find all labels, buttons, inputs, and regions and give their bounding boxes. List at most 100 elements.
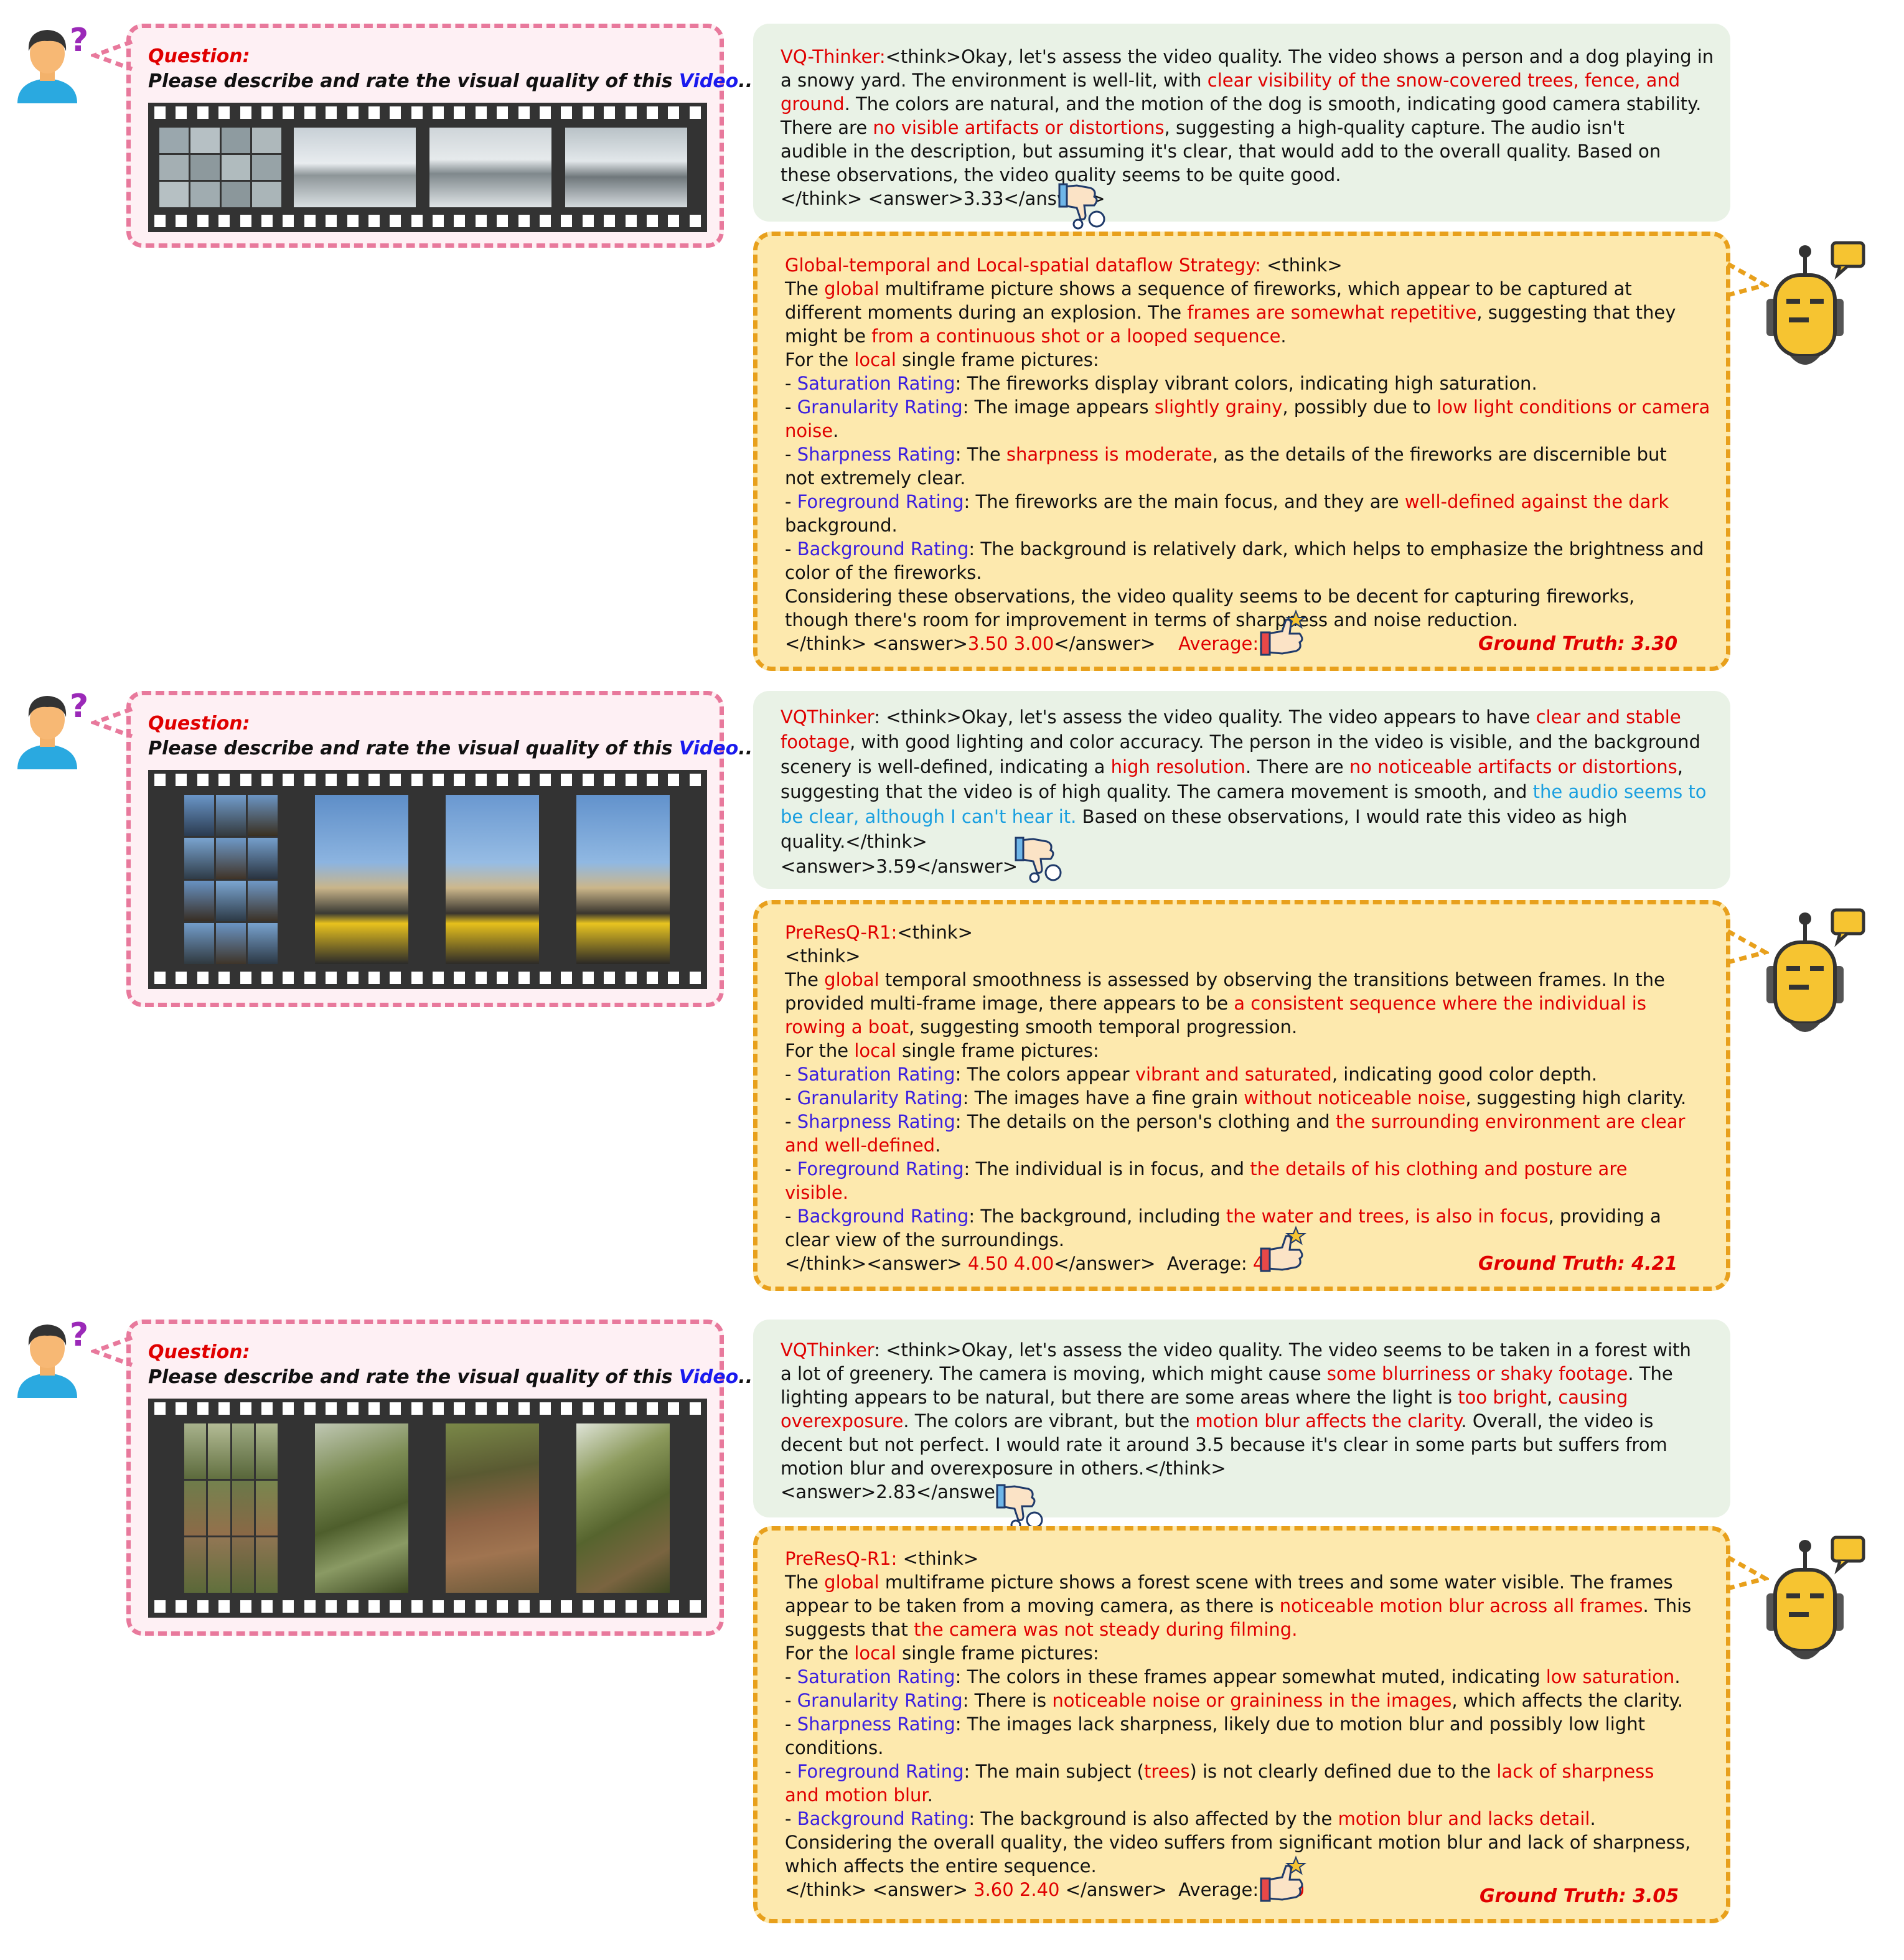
- text-line: - Sharpness Rating: The sharpness is mod…: [785, 444, 1667, 465]
- text-line: scenery is well-defined, indicating a hi…: [781, 756, 1683, 777]
- text-line: - Background Rating: The background, inc…: [785, 1206, 1661, 1227]
- text-line: Considering these observations, the vide…: [785, 586, 1635, 607]
- text-line: background.: [785, 515, 898, 536]
- text-line: provided multi-frame image, there appear…: [785, 993, 1646, 1014]
- video-frame-grid: [159, 128, 281, 207]
- text-line: different moments during an explosion. T…: [785, 302, 1676, 323]
- method-answer-bubble: PreResQ-R1:<think><think>The global temp…: [753, 900, 1730, 1291]
- robot-icon: [1766, 1536, 1865, 1659]
- video-frame: [576, 1423, 670, 1593]
- text-line: footage, with good lighting and color ac…: [781, 731, 1700, 753]
- text-line: these observations, the video quality se…: [781, 164, 1341, 185]
- baseline-answer-text: VQThinker: <think>Okay, let's assess the…: [781, 1338, 1714, 1504]
- text-line: lighting appears to be natural, but ther…: [781, 1387, 1628, 1408]
- video-frame: [565, 128, 687, 207]
- text-line: motion blur and overexposure in others.<…: [781, 1458, 1226, 1479]
- text-line: - Background Rating: The background is a…: [785, 1808, 1596, 1829]
- baseline-answer-bubble: VQ-Thinker:<think>Okay, let's assess the…: [753, 24, 1730, 222]
- text-line: color of the fireworks.: [785, 562, 982, 583]
- text-line: ground. The colors are natural, and the …: [781, 93, 1702, 115]
- thumbs-down-icon: [996, 1484, 1043, 1531]
- text-line: a lot of greenery. The camera is moving,…: [781, 1363, 1673, 1384]
- text-line: though there's room for improvement in t…: [785, 609, 1519, 631]
- person-icon: ?: [17, 690, 87, 769]
- method-answer-bubble: Global-temporal and Local-spatial datafl…: [753, 232, 1730, 671]
- text-line: quality.</think>: [781, 831, 927, 852]
- text-line: VQ-Thinker:<think>Okay, let's assess the…: [781, 46, 1714, 67]
- person-icon: ?: [17, 1318, 87, 1398]
- text-line: VQThinker: <think>Okay, let's assess the…: [781, 706, 1681, 728]
- text-line: noise.: [785, 420, 839, 441]
- text-line: decent but not perfect. I would rate it …: [781, 1434, 1667, 1455]
- text-line: </think><answer> 4.50 4.00</answer> Aver…: [785, 1253, 1293, 1274]
- video-frame-grid: [184, 795, 278, 964]
- text-line: suggesting that the video is of high qua…: [781, 781, 1707, 802]
- text-line: overexposure. The colors are vibrant, bu…: [781, 1410, 1654, 1432]
- video-frame: [429, 128, 551, 207]
- text-line: The global multiframe picture shows a se…: [785, 278, 1632, 299]
- text-line: - Saturation Rating: The fireworks displ…: [785, 373, 1537, 394]
- text-line: - Saturation Rating: The colors appear v…: [785, 1064, 1598, 1085]
- text-line: For the local single frame pictures:: [785, 1040, 1099, 1061]
- question-mark-icon: ?: [70, 690, 87, 725]
- text-line: - Background Rating: The background is r…: [785, 538, 1704, 560]
- question-mark-icon: ?: [70, 24, 87, 59]
- text-line: PreResQ-R1:<think>: [785, 922, 973, 943]
- text-line: The global temporal smoothness is assess…: [785, 969, 1665, 990]
- text-line: - Granularity Rating: The image appears …: [785, 396, 1710, 418]
- text-line: - Foreground Rating: The fireworks are t…: [785, 491, 1669, 512]
- text-line: audible in the description, but assuming…: [781, 141, 1661, 162]
- video-frame: [315, 1423, 408, 1593]
- text-line: - Sharpness Rating: The details on the p…: [785, 1111, 1686, 1132]
- method-answer-text: Global-temporal and Local-spatial datafl…: [785, 253, 1719, 655]
- ground-truth-label: Ground Truth: 3.05: [1480, 1885, 1679, 1907]
- film-strip-icon: [148, 1399, 707, 1618]
- baseline-answer-text: VQ-Thinker:<think>Okay, let's assess the…: [781, 45, 1714, 210]
- text-line: a snowy yard. The environment is well-li…: [781, 70, 1681, 91]
- ground-truth-label: Ground Truth: 4.21: [1478, 1253, 1678, 1275]
- text-line: - Granularity Rating: The images have a …: [785, 1087, 1687, 1109]
- text-line: <think>: [785, 945, 861, 967]
- question-mark-icon: ?: [70, 1318, 87, 1354]
- thumbs-down-icon: [1015, 837, 1062, 883]
- video-frame-grid: [184, 1423, 278, 1593]
- question-text: Please describe and rate the visual qual…: [148, 738, 760, 759]
- thumbs-up-icon: [1260, 1855, 1306, 1902]
- thumbs-up-icon: [1260, 609, 1306, 656]
- baseline-answer-bubble: VQThinker: <think>Okay, let's assess the…: [753, 1320, 1730, 1517]
- question-bubble: Question: Please describe and rate the v…: [91, 24, 760, 248]
- text-line: For the local single frame pictures:: [785, 1643, 1099, 1664]
- film-strip-icon: [148, 103, 707, 232]
- text-line: appear to be taken from a moving camera,…: [785, 1595, 1692, 1616]
- text-line: rowing a boat, suggesting smooth tempora…: [785, 1016, 1298, 1038]
- text-line: <answer>2.83</answer>: [781, 1481, 1018, 1503]
- text-line: - Sharpness Rating: The images lack shar…: [785, 1714, 1645, 1735]
- video-frame: [315, 795, 408, 964]
- thumbs-up-icon: [1260, 1226, 1306, 1272]
- text-line: be clear, although I can't hear it. Base…: [781, 806, 1628, 827]
- text-line: VQThinker: <think>Okay, let's assess the…: [781, 1339, 1691, 1361]
- film-strip-icon: [148, 770, 707, 989]
- text-line: - Saturation Rating: The colors in these…: [785, 1666, 1681, 1687]
- text-line: suggests that the camera was not steady …: [785, 1619, 1298, 1640]
- text-line: PreResQ-R1: <think>: [785, 1548, 979, 1569]
- question-bubble: Question: Please describe and rate the v…: [91, 1320, 760, 1636]
- text-line: which affects the entire sequence.: [785, 1855, 1097, 1877]
- text-line: might be from a continuous shot or a loo…: [785, 326, 1287, 347]
- thumbs-down-icon: [1058, 183, 1105, 230]
- method-answer-text: PreResQ-R1:<think><think>The global temp…: [785, 921, 1719, 1275]
- baseline-answer-text: VQThinker: <think>Okay, let's assess the…: [781, 705, 1714, 879]
- text-line: and motion blur.: [785, 1784, 933, 1806]
- method-answer-text: PreResQ-R1: <think>The global multiframe…: [785, 1547, 1719, 1901]
- text-line: and well-defined.: [785, 1135, 941, 1156]
- robot-icon: [1766, 241, 1865, 365]
- text-line: <answer>3.59</answer>: [781, 856, 1018, 877]
- text-line: There are no visible artifacts or distor…: [781, 117, 1625, 138]
- method-answer-bubble: PreResQ-R1: <think>The global multiframe…: [753, 1526, 1730, 1923]
- question-bubble: Question: Please describe and rate the v…: [91, 691, 760, 1007]
- question-text: Please describe and rate the visual qual…: [148, 1366, 760, 1388]
- video-frame: [446, 795, 539, 964]
- text-line: - Foreground Rating: The individual is i…: [785, 1158, 1628, 1179]
- video-frame: [294, 128, 416, 207]
- video-frame: [576, 795, 670, 964]
